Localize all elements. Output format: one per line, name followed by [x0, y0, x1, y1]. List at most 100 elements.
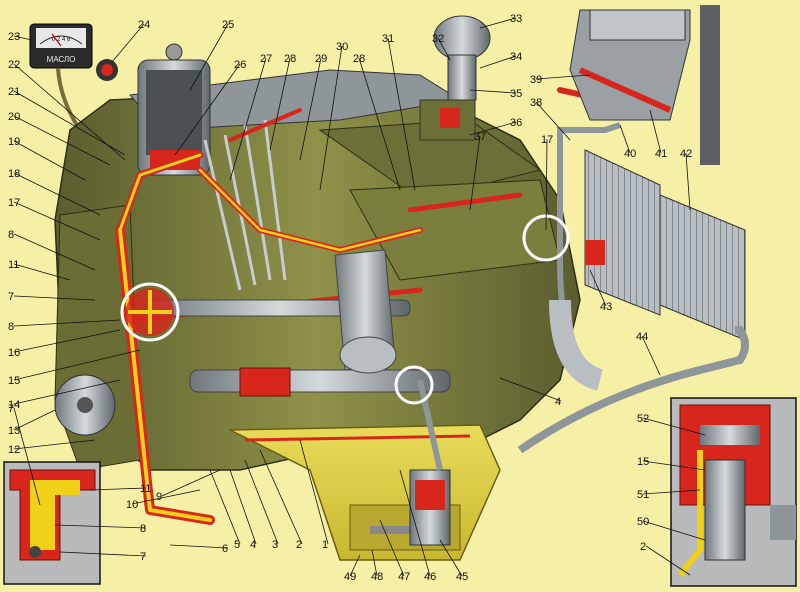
callout-number: 37 — [474, 131, 486, 143]
callout-number: 43 — [600, 301, 612, 313]
callout-number: 9 — [156, 491, 162, 503]
callout-leader — [13, 295, 96, 301]
callout-number: 15 — [8, 375, 20, 387]
callout-leader — [358, 57, 401, 191]
callout-number: 17 — [8, 197, 20, 209]
callout-leaders — [13, 17, 706, 577]
callout-leader — [619, 124, 631, 154]
oil-pump-drive — [417, 379, 443, 471]
callout-number: 50 — [637, 516, 649, 528]
callout-leader — [349, 554, 361, 577]
callout-leader — [499, 377, 562, 402]
oil-sump — [229, 424, 501, 561]
callout-leader — [54, 524, 147, 529]
callout-number: 4 — [555, 396, 561, 408]
callout-number: 7 — [8, 291, 14, 303]
callout-leader — [13, 407, 41, 506]
callout-number: 25 — [222, 19, 234, 31]
callout-leader — [13, 379, 121, 405]
callout-leader — [13, 329, 121, 353]
callout-number: 1 — [322, 539, 328, 551]
callout-leader — [13, 349, 141, 381]
callout-number: 41 — [655, 148, 667, 160]
callout-leader — [299, 57, 322, 161]
callout-leader — [535, 74, 591, 80]
callout-leader — [379, 519, 405, 577]
inset-detail-right — [670, 397, 797, 587]
inset-detail-left — [3, 461, 101, 585]
callout-leader — [59, 551, 147, 557]
callout-number: 2 — [296, 539, 302, 551]
callout-leader — [469, 121, 517, 136]
callout-number: 45 — [456, 571, 468, 583]
callout-leader — [685, 152, 691, 211]
oil-pressure-gauge: 0 2 4 6 МАСЛО — [29, 23, 93, 69]
callout-leader — [13, 439, 96, 450]
callout-leader — [642, 417, 706, 436]
callout-leader — [209, 469, 241, 545]
callout-leader — [13, 35, 33, 41]
callout-leader — [641, 335, 661, 376]
callout-number: 5 — [234, 539, 240, 551]
callout-number: 48 — [371, 571, 383, 583]
callout-leader — [229, 57, 267, 181]
callout-number: 32 — [432, 33, 444, 45]
callout-number: 8 — [140, 523, 146, 535]
callout-number: 23 — [8, 31, 20, 43]
callout-leader — [545, 138, 548, 231]
callout-number: 8 — [8, 229, 14, 241]
callout-leader — [479, 17, 517, 29]
callout-number: 4 — [250, 539, 256, 551]
callout-number: 49 — [344, 571, 356, 583]
callout-number: 29 — [315, 53, 327, 65]
callout-number: 42 — [680, 148, 692, 160]
callout-number: 6 — [222, 543, 228, 555]
callout-leader — [387, 37, 416, 191]
callout-leader — [89, 487, 147, 491]
detail-magnifier-pump-drive — [120, 282, 180, 342]
callout-leader — [469, 89, 517, 94]
callout-number: 20 — [8, 111, 20, 123]
callout-leader — [189, 23, 229, 91]
callout-leader — [642, 489, 701, 495]
crankshaft — [189, 367, 451, 397]
callout-leader — [642, 460, 706, 471]
callout-number: 21 — [8, 86, 20, 98]
callout-number: 28 — [353, 53, 365, 65]
water-radiator — [659, 194, 746, 341]
water-pump-pulley — [549, 299, 604, 391]
callout-number: 13 — [8, 425, 20, 437]
callout-leader — [269, 57, 291, 151]
connecting-rod — [334, 249, 397, 374]
cooler-return-hose — [517, 326, 749, 454]
callout-number: 2 — [640, 541, 646, 553]
callout-leader — [169, 544, 229, 549]
callout-leader — [437, 37, 451, 61]
callout-leader — [439, 539, 463, 577]
callout-number: 34 — [510, 51, 522, 63]
callout-number: 14 — [8, 399, 20, 411]
callout-leader — [229, 469, 257, 545]
callout-number: 38 — [530, 97, 542, 109]
intake-manifold — [569, 5, 720, 165]
callout-number: 19 — [8, 136, 20, 148]
callout-leader — [642, 520, 706, 541]
callout-number: 28 — [284, 53, 296, 65]
callout-number: 11 — [140, 483, 151, 495]
callout-number: 11 — [8, 259, 19, 271]
callout-number: 3 — [272, 539, 278, 551]
callout-number: 47 — [398, 571, 410, 583]
callout-number: 51 — [637, 489, 649, 501]
callout-leader — [13, 233, 96, 271]
callout-number: 44 — [636, 331, 648, 343]
breather-filter — [419, 15, 491, 141]
callout-number: 39 — [530, 74, 542, 86]
callout-leader — [535, 101, 571, 141]
callout-leader — [13, 319, 121, 327]
oil-cooler-radiator — [584, 149, 661, 316]
callout-leader — [13, 409, 56, 431]
callout-number: 18 — [8, 168, 20, 180]
callout-number: 35 — [510, 88, 522, 100]
